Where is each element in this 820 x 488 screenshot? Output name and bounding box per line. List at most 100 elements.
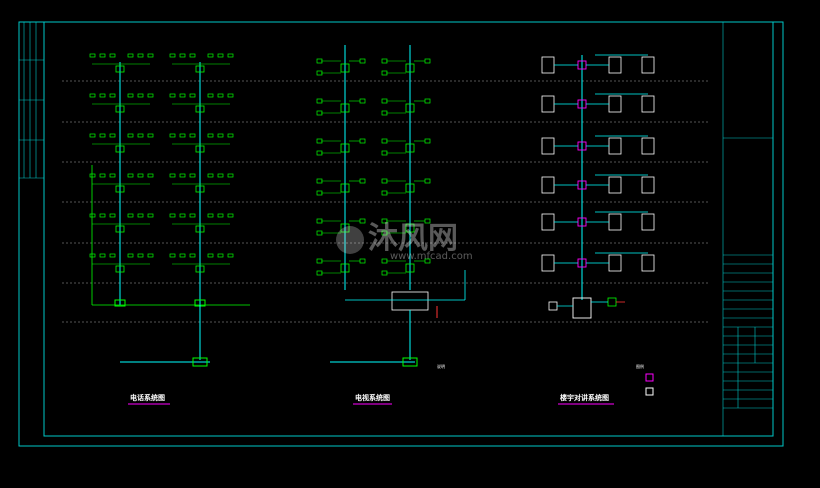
tv-outlet-icon bbox=[359, 218, 366, 224]
telephone-outlet-icon bbox=[217, 133, 224, 138]
telephone-outlet-icon bbox=[137, 213, 144, 218]
telephone-outlet-icon bbox=[89, 133, 96, 138]
telephone-outlet-icon bbox=[109, 133, 116, 138]
telephone-outlet-icon bbox=[227, 253, 234, 258]
tv-splitter-icon bbox=[340, 103, 350, 113]
telephone-outlet-icon bbox=[179, 173, 186, 178]
intercom-indoor-unit-icon bbox=[608, 254, 622, 272]
tv-outlet-icon bbox=[424, 178, 431, 184]
tv-amplifier-box-icon bbox=[391, 291, 429, 311]
telephone-outlet-icon bbox=[217, 173, 224, 178]
telephone-junction-box-icon bbox=[115, 225, 125, 233]
intercom-indoor-unit-icon bbox=[541, 56, 555, 74]
telephone-outlet-icon bbox=[109, 53, 116, 58]
telephone-outlet-icon bbox=[137, 133, 144, 138]
tv-outlet-icon bbox=[359, 258, 366, 264]
title-block bbox=[722, 22, 773, 436]
telephone-outlet-icon bbox=[127, 53, 134, 58]
telephone-outlet-icon bbox=[179, 93, 186, 98]
inner-frame bbox=[43, 21, 774, 437]
telephone-outlet-icon bbox=[169, 93, 176, 98]
telephone-junction-box-icon bbox=[195, 65, 205, 73]
tv-splitter-icon bbox=[405, 263, 415, 273]
telephone-outlet-icon bbox=[179, 133, 186, 138]
door-entry-panel-icon bbox=[572, 297, 592, 319]
telephone-outlet-icon bbox=[189, 133, 196, 138]
telephone-outlet-icon bbox=[99, 53, 106, 58]
intercom-indoor-unit-icon bbox=[641, 254, 655, 272]
telephone-outlet-icon bbox=[89, 253, 96, 258]
telephone-system-title: 电话系统图 bbox=[130, 393, 165, 402]
tv-splitter-icon bbox=[340, 63, 350, 73]
telephone-outlet-icon bbox=[99, 173, 106, 178]
telephone-outlet-icon bbox=[109, 173, 116, 178]
tv-splitter-icon bbox=[340, 183, 350, 193]
telephone-outlet-icon bbox=[179, 53, 186, 58]
telephone-outlet-icon bbox=[207, 53, 214, 58]
telephone-outlet-icon bbox=[127, 173, 134, 178]
intercom-indoor-unit-icon bbox=[608, 56, 622, 74]
telephone-outlet-icon bbox=[109, 213, 116, 218]
telephone-outlet-icon bbox=[147, 173, 154, 178]
telephone-outlet-icon bbox=[189, 253, 196, 258]
telephone-outlet-icon bbox=[99, 253, 106, 258]
telephone-outlet-icon bbox=[147, 53, 154, 58]
intercom-controller-icon bbox=[607, 297, 617, 307]
notes-title: 说明 bbox=[437, 363, 445, 369]
telephone-junction-box-icon bbox=[115, 185, 125, 193]
watermark-logo-icon bbox=[336, 226, 364, 254]
telephone-junction-box-icon bbox=[195, 265, 205, 273]
telephone-junction-box-icon bbox=[115, 265, 125, 273]
telephone-outlet-icon bbox=[127, 93, 134, 98]
telephone-outlet-icon bbox=[137, 253, 144, 258]
telephone-outlet-icon bbox=[127, 213, 134, 218]
tv-splitter-icon bbox=[405, 143, 415, 153]
telephone-outlet-icon bbox=[169, 173, 176, 178]
telephone-outlet-icon bbox=[227, 173, 234, 178]
tv-system-diagram bbox=[316, 45, 466, 367]
telephone-outlet-icon bbox=[127, 133, 134, 138]
telephone-junction-box-icon bbox=[115, 65, 125, 73]
telephone-outlet-icon bbox=[147, 133, 154, 138]
distribution-box-icon bbox=[114, 299, 126, 307]
telephone-junction-box-icon bbox=[195, 105, 205, 113]
telephone-junction-box-icon bbox=[115, 105, 125, 113]
telephone-outlet-icon bbox=[227, 53, 234, 58]
binding-strip bbox=[19, 22, 44, 179]
telephone-outlet-icon bbox=[147, 93, 154, 98]
intercom-indoor-unit-icon bbox=[541, 137, 555, 155]
telephone-outlet-icon bbox=[227, 213, 234, 218]
intercom-indoor-unit-icon bbox=[608, 213, 622, 231]
tv-splitter-icon bbox=[340, 263, 350, 273]
telephone-outlet-icon bbox=[169, 53, 176, 58]
floor-dashed-lines bbox=[62, 80, 710, 323]
telephone-outlet-icon bbox=[99, 133, 106, 138]
telephone-outlet-icon bbox=[207, 213, 214, 218]
telephone-outlet-icon bbox=[137, 93, 144, 98]
intercom-indoor-unit-icon bbox=[641, 176, 655, 194]
tv-splitter-icon bbox=[340, 143, 350, 153]
tv-system-title: 电视系统图 bbox=[355, 393, 390, 402]
telephone-outlet-icon bbox=[99, 93, 106, 98]
telephone-junction-box-icon bbox=[115, 145, 125, 153]
telephone-junction-box-icon bbox=[195, 225, 205, 233]
telephone-outlet-icon bbox=[89, 173, 96, 178]
telephone-outlet-icon bbox=[189, 93, 196, 98]
telephone-outlet-icon bbox=[207, 93, 214, 98]
tv-splitter-icon bbox=[405, 63, 415, 73]
telephone-outlet-icon bbox=[89, 53, 96, 58]
telephone-outlet-icon bbox=[127, 253, 134, 258]
legend-title: 图例 bbox=[636, 363, 644, 369]
telephone-outlet-icon bbox=[189, 53, 196, 58]
intercom-indoor-unit-icon bbox=[541, 213, 555, 231]
intercom-indoor-unit-icon bbox=[608, 137, 622, 155]
watermark-text: 沐风网 bbox=[368, 221, 458, 256]
telephone-outlet-icon bbox=[207, 173, 214, 178]
telephone-outlet-icon bbox=[147, 253, 154, 258]
tv-outlet-icon bbox=[359, 98, 366, 104]
legend-distribution-box-icon bbox=[645, 373, 654, 382]
telephone-outlet-icon bbox=[207, 133, 214, 138]
telephone-outlet-icon bbox=[179, 213, 186, 218]
telephone-outlet-icon bbox=[217, 253, 224, 258]
tv-outlet-icon bbox=[359, 58, 366, 64]
